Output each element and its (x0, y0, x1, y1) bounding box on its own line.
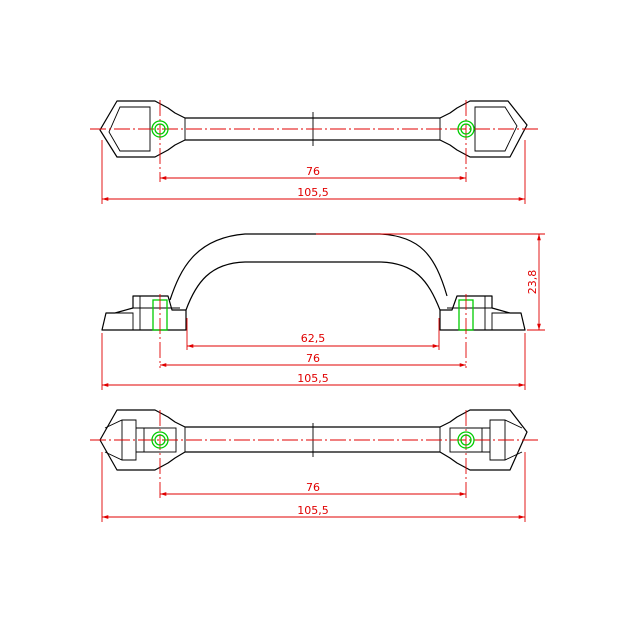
top-view: 76 105,5 (90, 100, 540, 204)
top-view-right-pocket (474, 106, 518, 152)
bottom-view-left-hole-outer (151, 431, 169, 449)
top-view-left-hole-outer (151, 120, 169, 138)
side-view-right-foot-detail (447, 296, 521, 330)
side-view-handle-inner (185, 261, 441, 311)
side-view-dim-text-76: 76 (306, 352, 320, 365)
side-view-right-foot (439, 295, 526, 331)
top-view-right-hole-inner (460, 123, 472, 135)
bottom-view: 76 105,5 (90, 409, 540, 522)
top-view-left-hole-inner (154, 123, 166, 135)
bottom-view-dim-text-76: 76 (306, 481, 320, 494)
side-view-dim-text-105: 105,5 (297, 372, 329, 385)
side-view-dim-text-62: 62,5 (301, 332, 326, 345)
top-view-dim-text-105: 105,5 (297, 186, 329, 199)
top-view-left-pocket (108, 106, 151, 152)
side-view-left-foot-detail (106, 296, 180, 330)
bottom-view-right-hole-inner (460, 434, 472, 446)
top-view-right-hole-outer (457, 120, 475, 138)
bottom-view-left-hole-inner (154, 434, 166, 446)
top-view-outline (99, 100, 528, 158)
bottom-view-dim-text-105: 105,5 (297, 504, 329, 517)
side-view: 23,8 62,5 76 105,5 (101, 233, 545, 390)
side-view-dim-text-height: 23,8 (526, 270, 539, 295)
side-view-handle-outer (169, 233, 448, 301)
bottom-view-right-hole-outer (457, 431, 475, 449)
bottom-view-outline (99, 409, 528, 471)
top-view-dim-text-76: 76 (306, 165, 320, 178)
